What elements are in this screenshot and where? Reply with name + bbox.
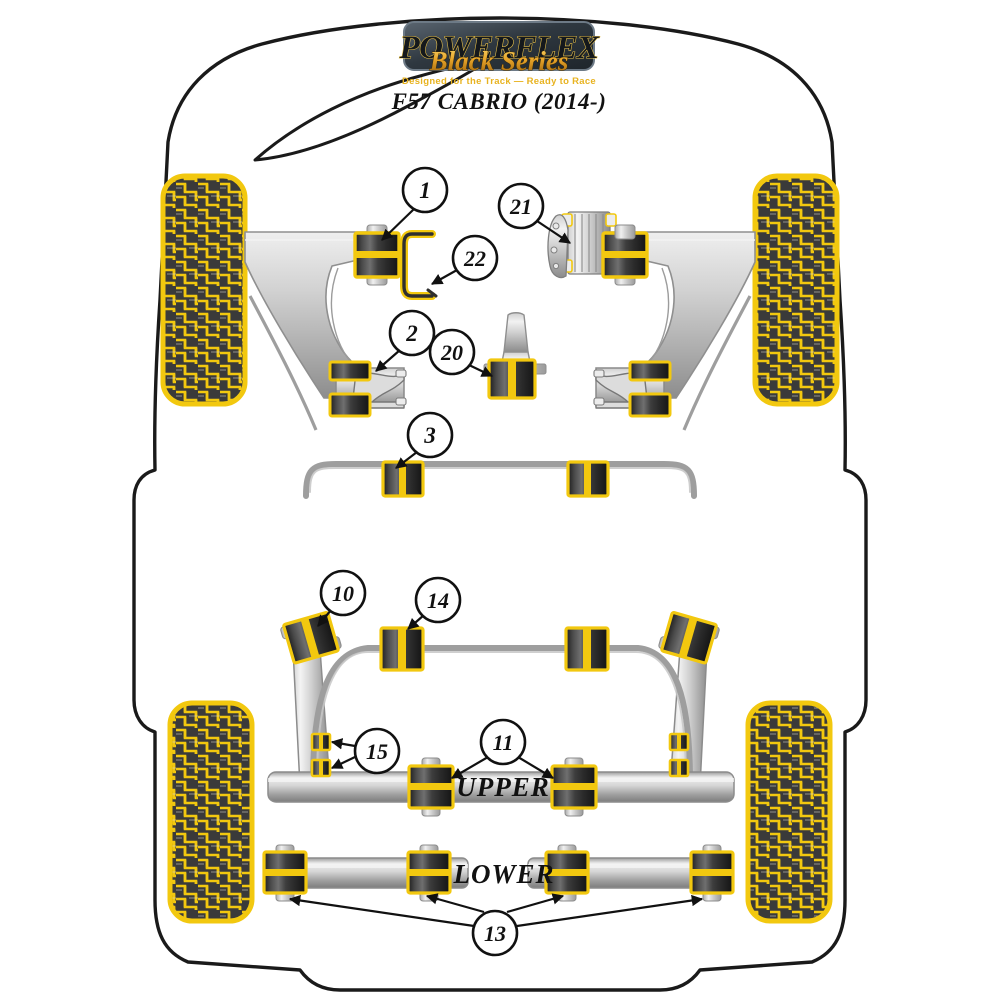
callout-10-number: 10 xyxy=(332,581,354,606)
callout-15-arrow-2 xyxy=(330,756,356,769)
callout-13-circle[interactable] xyxy=(471,909,519,957)
callout-10[interactable]: 10 xyxy=(317,569,367,627)
rear-arm-bush-right-10 xyxy=(658,611,720,665)
rear-lower-bush-outer-right xyxy=(689,844,735,902)
callout-11-arrow-2 xyxy=(517,756,554,779)
front-lower-arm-bush-right xyxy=(628,360,672,418)
front-engine-mount-21 xyxy=(547,211,617,279)
callout-10-circle[interactable] xyxy=(319,569,367,617)
callout-14-arrow-1 xyxy=(407,614,425,630)
bushes-group xyxy=(262,224,735,902)
arb-link-bush-lower-15 xyxy=(310,758,332,778)
callout-15-number: 15 xyxy=(366,739,388,764)
front-wishbone-bush-left xyxy=(353,224,401,286)
callout-14-circle[interactable] xyxy=(414,576,462,624)
front-arb-bush-right xyxy=(566,460,610,498)
front-arb-bush-left xyxy=(381,460,425,498)
callout-11[interactable]: 11 xyxy=(451,718,554,779)
callout-11-arrow-1 xyxy=(451,756,489,779)
rear-lower-bush-inner-left xyxy=(406,844,452,902)
callout-2[interactable]: 2 xyxy=(375,309,436,372)
brand-logo: POWERFLEX Black Series Designed for the … xyxy=(398,21,601,87)
callout-11-circle[interactable] xyxy=(479,718,527,766)
callout-2-circle[interactable] xyxy=(388,309,436,357)
callout-13-arrow-1 xyxy=(288,894,475,928)
tyres-group xyxy=(160,173,840,924)
callout-3-arrow-1 xyxy=(395,451,418,469)
callout-22-number: 22 xyxy=(463,246,486,271)
rear-arb-bush-left xyxy=(379,626,425,672)
callout-3-circle[interactable] xyxy=(406,411,454,459)
callout-2-arrow-1 xyxy=(375,349,401,372)
front-lower-arm-bush-left xyxy=(328,360,372,418)
rear-upper-bush-right xyxy=(550,757,598,817)
callout-3[interactable]: 3 xyxy=(395,411,454,469)
front-engine-mount-bush-20 xyxy=(487,358,537,400)
callout-13-arrow-3 xyxy=(506,893,565,914)
callout-22-arrow-1 xyxy=(431,269,458,285)
rear-upper-bush-left xyxy=(407,757,455,817)
label-lower: LOWER xyxy=(452,859,554,889)
arb-link-bush-upper-right xyxy=(668,732,690,752)
callout-22-circle[interactable] xyxy=(451,234,499,282)
rear-arb-bush-right xyxy=(564,626,610,672)
rear-lower-bush-outer-left xyxy=(262,844,308,902)
callout-13-arrow-2 xyxy=(425,893,485,914)
callout-21-number: 21 xyxy=(509,194,532,219)
callout-21[interactable]: 21 xyxy=(497,182,571,244)
callout-2-number: 2 xyxy=(405,321,418,346)
logo-tagline-text: Designed for the Track — Ready to Race xyxy=(402,76,596,87)
callout-15-circle[interactable] xyxy=(353,727,401,775)
front-left-tyre xyxy=(160,173,248,407)
callout-20-arrow-1 xyxy=(468,364,494,377)
rear-left-tyre xyxy=(167,700,255,924)
label-upper: UPPER xyxy=(456,772,550,802)
callout-15-arrow-1 xyxy=(330,738,356,750)
arb-link-bush-lower-right xyxy=(668,758,690,778)
callout-11-number: 11 xyxy=(493,730,514,755)
callout-1-arrow-1 xyxy=(381,208,415,241)
callout-13-number: 13 xyxy=(484,921,506,946)
logo-main-text: POWERFLEX xyxy=(398,30,600,66)
callout-13-arrow-4 xyxy=(516,894,704,928)
callout-21-circle[interactable] xyxy=(497,182,545,230)
callout-13[interactable]: 13 xyxy=(288,893,704,957)
callout-10-arrow-1 xyxy=(317,609,332,627)
callout-14[interactable]: 14 xyxy=(407,576,462,630)
front-engine-mount-bush-21 xyxy=(614,224,636,240)
callout-14-number: 14 xyxy=(427,588,449,613)
callout-1[interactable]: 1 xyxy=(381,166,449,241)
rear-upper-beam xyxy=(267,771,735,803)
callout-1-number: 1 xyxy=(419,178,431,203)
callout-3-number: 3 xyxy=(423,423,436,448)
rear-lower-bush-inner-right xyxy=(544,844,590,902)
arb-link-bush-upper-15 xyxy=(310,732,332,752)
callout-20[interactable]: 20 xyxy=(428,328,494,377)
callout-20-number: 20 xyxy=(440,340,463,365)
callout-22[interactable]: 22 xyxy=(431,234,499,285)
callout-20-circle[interactable] xyxy=(428,328,476,376)
logo-sub-text: Black Series xyxy=(429,46,569,76)
rear-right-tyre xyxy=(745,700,833,924)
callout-1-circle[interactable] xyxy=(401,166,449,214)
front-right-tyre xyxy=(752,173,840,407)
callout-15[interactable]: 15 xyxy=(330,727,401,775)
callout-21-arrow-1 xyxy=(536,220,571,244)
page-title: F57 CABRIO (2014-) xyxy=(391,89,607,114)
front-bracket-22 xyxy=(400,230,438,300)
